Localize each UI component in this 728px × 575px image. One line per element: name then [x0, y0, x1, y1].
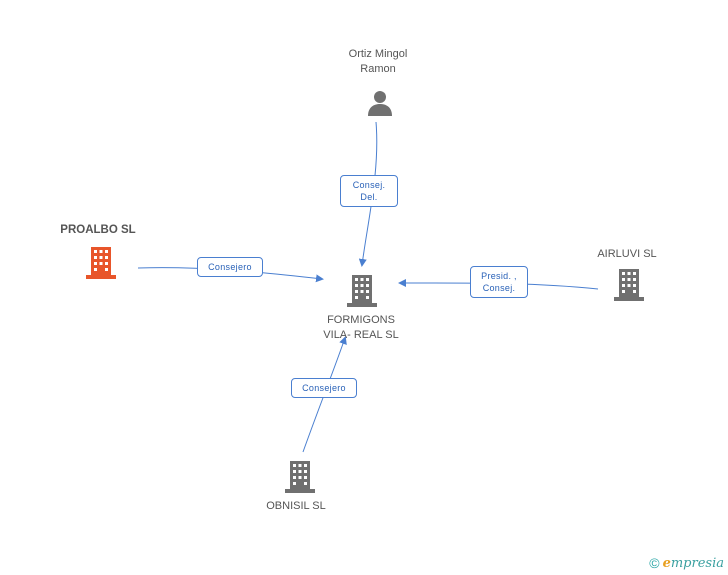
relation-label-line: Presid. ,	[481, 271, 517, 281]
node-ortiz-label[interactable]: Ortiz Mingol Ramon	[349, 47, 408, 77]
relation-label-proalbo-formigons[interactable]: Consejero	[197, 257, 263, 277]
node-proalbo-label[interactable]: PROALBO SL	[60, 224, 136, 236]
person-icon[interactable]	[366, 88, 394, 116]
relation-label-airluvi-formigons[interactable]: Presid. , Consej.	[470, 266, 528, 298]
brand-rest: mpresia	[670, 555, 724, 571]
relation-label-obnisil-formigons[interactable]: Consejero	[291, 378, 357, 398]
node-formigons-label[interactable]: FORMIGONS VILA- REAL SL	[323, 313, 398, 343]
relation-label-line: Consejero	[302, 383, 346, 393]
building-icon[interactable]	[614, 267, 644, 301]
relation-label-ortiz-formigons[interactable]: Consej. Del.	[340, 175, 398, 207]
building-icon[interactable]	[347, 273, 377, 307]
building-icon[interactable]	[285, 459, 315, 493]
building-icon[interactable]	[86, 245, 116, 279]
node-ortiz-label-line2: Ramon	[360, 63, 396, 75]
footer-brand: © empresia	[649, 555, 724, 571]
relation-label-line: Consejero	[208, 262, 252, 272]
node-ortiz-label-line1: Ortiz Mingol	[348, 48, 408, 60]
copyright-symbol: ©	[649, 555, 660, 571]
relation-label-line: Consej.	[482, 283, 516, 293]
brand-first-letter: e	[662, 555, 671, 571]
relation-label-line: Consej.	[352, 180, 386, 190]
node-obnisil-label[interactable]: OBNISIL SL	[266, 500, 326, 512]
node-formigons-label-line1: FORMIGONS	[327, 314, 395, 326]
node-airluvi-label[interactable]: AIRLUVI SL	[597, 248, 657, 260]
relation-label-line: Del.	[360, 192, 378, 202]
node-formigons-label-line2: VILA- REAL SL	[323, 329, 399, 341]
empresia-logo[interactable]: empresia	[663, 556, 724, 571]
